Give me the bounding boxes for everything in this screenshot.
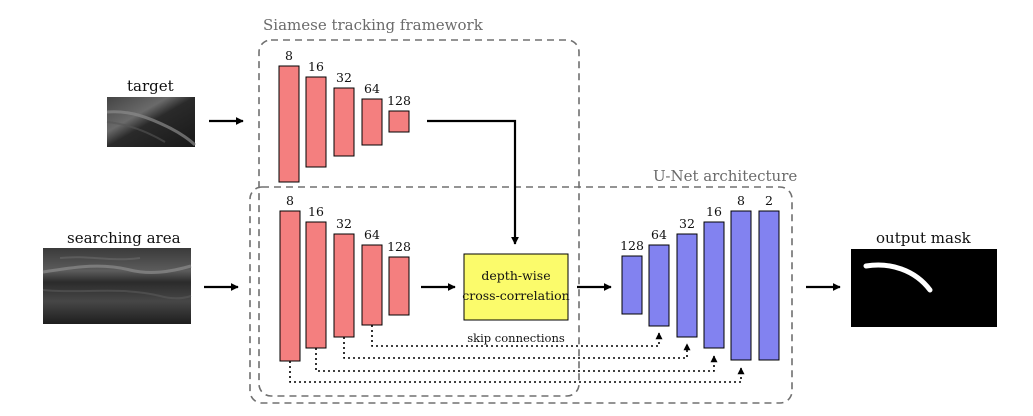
output-mask-image: [851, 249, 997, 327]
decoder-channel-2: 64: [651, 227, 667, 242]
encoder-bottom-block-1: [279, 210, 301, 362]
decoder-block-2: [648, 244, 670, 327]
decoder-channel-5: 8: [737, 193, 745, 208]
arrow-top-encoder-to-xcorr: [427, 119, 519, 245]
encoder-bottom-channel-3: 32: [336, 216, 352, 231]
decoder-channel-4: 16: [706, 204, 722, 219]
decoder-channel-6: 2: [765, 193, 773, 208]
encoder-bottom-channel-2: 16: [308, 204, 324, 219]
encoder-bottom-block-2: [305, 221, 327, 349]
searching-area-label: searching area: [67, 229, 181, 247]
encoder-top-block-4: [361, 98, 383, 146]
encoder-top-block-1: [278, 65, 300, 183]
skip-connections: [289, 325, 745, 383]
skip-connection-64: [371, 325, 663, 347]
searching-area-image: [42, 248, 192, 324]
skip-connections-label: skip connections: [467, 331, 565, 345]
unet-frame: [249, 186, 793, 404]
siamese-frame: [258, 39, 580, 397]
decoder-block-6: [758, 210, 780, 361]
encoder-top-channel-1: 8: [285, 48, 293, 63]
decoder-block-4: [703, 221, 725, 349]
decoder-channel-1: 128: [620, 238, 644, 253]
encoder-bottom-channel-4: 64: [364, 227, 380, 242]
siamese-frame-label: Siamese tracking framework: [263, 16, 484, 34]
xcorr-line2: cross-correlation: [462, 288, 569, 303]
unet-frame-label: U-Net architecture: [653, 167, 797, 185]
decoder: 128 64 32 16 8 2: [620, 193, 780, 361]
encoder-bottom-channel-1: 8: [286, 193, 294, 208]
encoder-bottom: 8 16 32 64 128: [279, 193, 411, 362]
encoder-top-channel-5: 128: [387, 93, 411, 108]
skip-connection-16: [315, 348, 718, 372]
target-image: [106, 97, 197, 147]
output-mask-label: output mask: [876, 229, 972, 247]
encoder-bottom-block-3: [333, 233, 355, 338]
encoder-bottom-block-5: [388, 256, 410, 316]
encoder-top-channel-2: 16: [308, 59, 324, 74]
target-label: target: [127, 77, 174, 95]
skip-connection-32: [343, 337, 691, 359]
encoder-top-block-2: [305, 76, 327, 168]
xcorr-box: depth-wise cross-correlation: [462, 253, 570, 321]
decoder-block-1: [621, 255, 643, 315]
encoder-bottom-block-4: [361, 244, 383, 326]
decoder-block-5: [730, 210, 752, 361]
encoder-top-channel-3: 32: [336, 70, 352, 85]
xcorr-line1: depth-wise: [481, 268, 550, 283]
skip-connection-8: [289, 361, 745, 383]
encoder-top-block-3: [333, 87, 355, 157]
encoder-top-block-5: [388, 110, 410, 133]
decoder-channel-3: 32: [679, 216, 695, 231]
encoder-top-channel-4: 64: [364, 81, 380, 96]
encoder-bottom-channel-5: 128: [387, 239, 411, 254]
encoder-top: 8 16 32 64 128: [278, 48, 411, 183]
decoder-block-3: [676, 233, 698, 338]
